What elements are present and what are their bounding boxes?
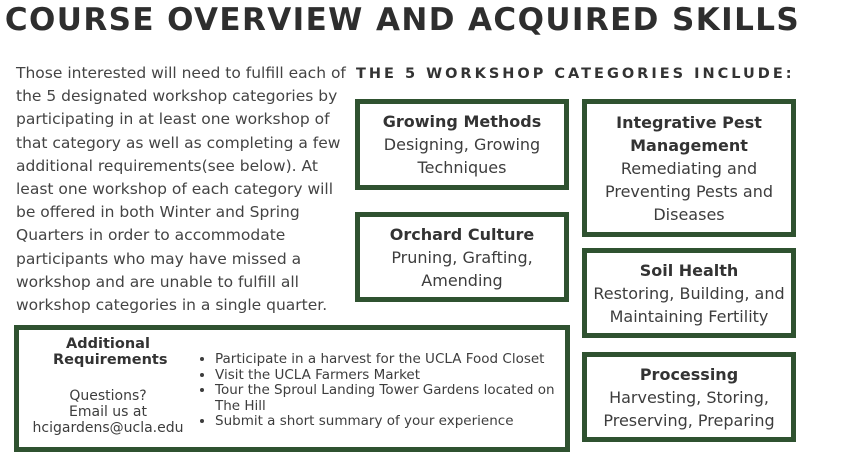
category-box-soil-health: Soil Health Restoring, Building, and Mai… bbox=[582, 248, 796, 338]
category-name: Growing Methods bbox=[382, 112, 542, 131]
categories-heading: THE 5 WORKSHOP CATEGORIES INCLUDE: bbox=[356, 66, 795, 82]
category-description: Pruning, Grafting, Amending bbox=[391, 247, 533, 290]
requirement-item: Visit the UCLA Farmers Market bbox=[215, 367, 565, 384]
requirements-contact: Additional Requirements Questions? Email… bbox=[19, 336, 197, 436]
page-title: COURSE OVERVIEW AND ACQUIRED SKILLS bbox=[4, 2, 801, 38]
requirements-title: Additional Requirements bbox=[53, 336, 168, 368]
additional-requirements-box: Additional Requirements Questions? Email… bbox=[14, 325, 570, 452]
category-box-integrative-pest-management: Integrative Pest Management Remediating … bbox=[582, 99, 796, 237]
category-name: Soil Health bbox=[639, 260, 739, 280]
category-description: Restoring, Building, and Maintaining Fer… bbox=[593, 283, 785, 326]
category-description: Designing, Growing Techniques bbox=[383, 135, 541, 177]
category-name: Orchard Culture bbox=[389, 224, 535, 244]
intro-paragraph: Those interested will need to fulfill ea… bbox=[16, 64, 346, 315]
email-us-label: Email us at bbox=[69, 404, 147, 420]
category-box-growing-methods: Growing Methods Designing, Growing Techn… bbox=[355, 99, 569, 190]
category-name: Processing bbox=[639, 364, 739, 384]
category-box-processing: Processing Harvesting, Storing, Preservi… bbox=[582, 352, 796, 442]
requirements-list: Participate in a harvest for the UCLA Fo… bbox=[197, 351, 565, 430]
requirement-item: Participate in a harvest for the UCLA Fo… bbox=[215, 351, 565, 368]
requirement-item: Tour the Sproul Landing Tower Gardens lo… bbox=[215, 382, 565, 414]
category-description: Remediating and Preventing Pests and Dis… bbox=[604, 158, 774, 224]
contact-email[interactable]: hcigardens@ucla.edu bbox=[32, 420, 184, 436]
questions-label: Questions? bbox=[69, 388, 147, 404]
category-name: Integrative Pest Management bbox=[616, 112, 762, 155]
requirement-item: Submit a short summary of your experienc… bbox=[215, 413, 565, 430]
category-description: Harvesting, Storing, Preserving, Prepari… bbox=[603, 387, 775, 430]
category-box-orchard-culture: Orchard Culture Pruning, Grafting, Amend… bbox=[355, 212, 569, 302]
